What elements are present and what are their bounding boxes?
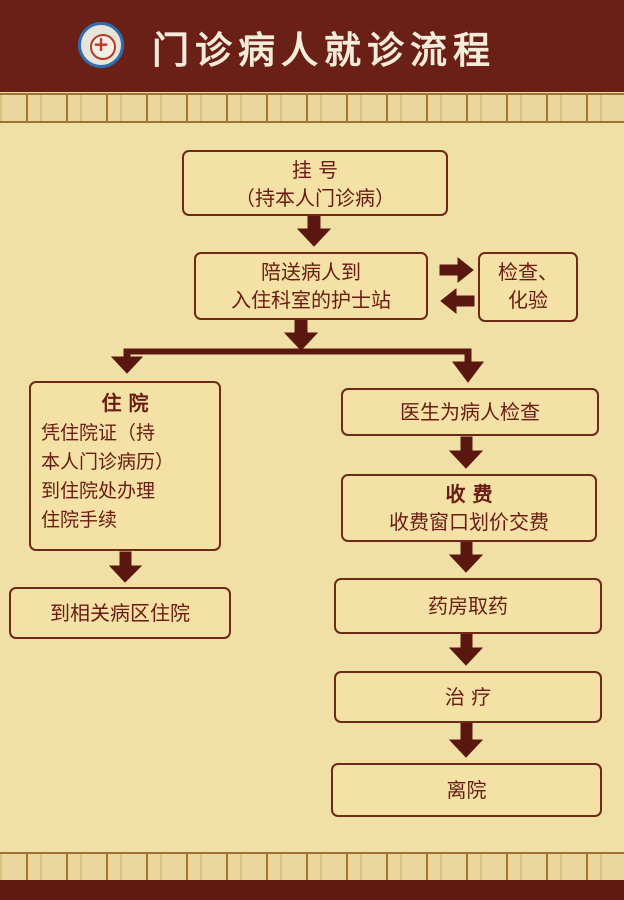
step-admit-line: 本人门诊病历）: [41, 451, 175, 473]
step-register-title: 挂 号: [291, 158, 339, 182]
step-admit-line: 到住院处办理: [41, 480, 156, 502]
step-treat-label: 治 疗: [444, 685, 492, 709]
bottom-fret-border: [0, 852, 624, 882]
header-banner: 门诊病人就诊流程: [0, 0, 624, 92]
step-discharge-label: 离院: [446, 778, 487, 802]
step-admit-title: 住 院: [101, 391, 149, 415]
step-fee: 收 费 收费窗口划价交费: [341, 474, 597, 542]
step-admit: 住 院 凭住院证（持 本人门诊病历） 到住院处办理 住院手续: [29, 381, 221, 551]
step-register-note: （持本人门诊病）: [235, 186, 395, 210]
arrow-fee-to-pharmacy-icon: [448, 541, 484, 573]
step-admit-line: 凭住院证（持: [41, 422, 156, 444]
step-escort-line1: 陪送病人到: [261, 260, 361, 284]
arrow-escort-down-icon: [283, 319, 319, 351]
arrow-treat-to-discharge-icon: [448, 722, 484, 758]
step-escort: 陪送病人到 入住科室的护士站: [194, 252, 428, 320]
page-title: 门诊病人就诊流程: [152, 28, 496, 72]
step-exam: 检查、 化验: [478, 252, 578, 322]
arrow-doctor-to-fee-icon: [448, 436, 484, 469]
arrow-admit-to-ward-icon: [108, 551, 143, 583]
step-doctor-label: 医生为病人检查: [400, 400, 540, 424]
step-exam-line1: 检查、: [498, 260, 558, 284]
step-treat: 治 疗: [334, 671, 602, 723]
arrow-register-to-escort-icon: [296, 215, 332, 247]
step-admit-line: 住院手续: [41, 509, 118, 531]
top-fret-border: [0, 93, 624, 123]
step-discharge: 离院: [331, 763, 602, 817]
branch-connector-icon: [110, 348, 484, 383]
step-fee-note: 收费窗口划价交费: [389, 510, 549, 534]
arrow-escort-to-exam-icon: [439, 256, 474, 284]
hospital-logo-icon: [78, 22, 124, 68]
arrow-exam-to-escort-icon: [440, 287, 475, 315]
step-doctor: 医生为病人检查: [341, 388, 599, 436]
step-fee-title: 收 费: [445, 482, 493, 506]
step-ward-label: 到相关病区住院: [50, 601, 190, 625]
arrow-pharmacy-to-treat-icon: [448, 633, 484, 666]
step-escort-line2: 入住科室的护士站: [231, 288, 391, 312]
step-pharmacy: 药房取药: [334, 578, 602, 634]
step-register: 挂 号 （持本人门诊病）: [182, 150, 448, 216]
footer-band: [0, 880, 624, 900]
step-pharmacy-label: 药房取药: [428, 594, 508, 618]
step-ward: 到相关病区住院: [9, 587, 231, 639]
step-exam-line2: 化验: [508, 288, 548, 312]
